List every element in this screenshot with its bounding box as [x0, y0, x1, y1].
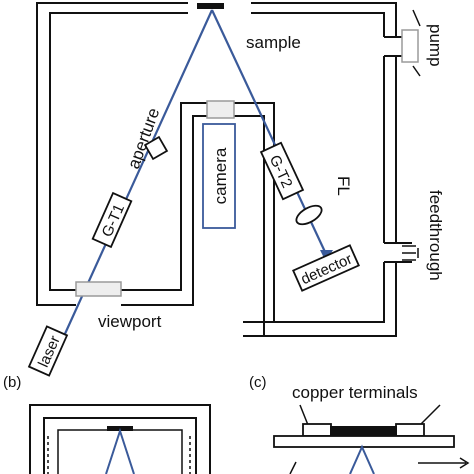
copper-terminals-leader: [299, 404, 441, 426]
sample-plate: [197, 3, 224, 9]
substrate: [273, 435, 455, 448]
copper-terminals-label: copper terminals: [292, 383, 418, 402]
inner-wall-right: [243, 12, 385, 323]
inner-wall-left: [49, 12, 188, 291]
gt2-polarizer: G-T2: [259, 141, 305, 201]
left-terminal: [302, 423, 332, 437]
feedthrough-label: feedthrough: [426, 190, 445, 281]
reentrant-port-inner: [121, 102, 275, 322]
feedthrough-port: [384, 242, 412, 263]
sample-label: sample: [246, 33, 301, 52]
panel-b-label: (b): [3, 374, 21, 391]
viewport-window: [75, 281, 122, 297]
gt1-polarizer: G-T1: [91, 191, 133, 249]
right-terminal: [395, 423, 425, 437]
pump-bracket: [412, 9, 421, 77]
panel-c-label: (c): [249, 374, 267, 391]
feedthrough-pins-icon: [402, 245, 419, 261]
aperture-element: [143, 135, 169, 161]
panel-c-beam: [349, 444, 375, 474]
laser-box: laser: [27, 325, 69, 377]
camera-port-window: [206, 100, 235, 119]
panel-c-leader-left: [289, 461, 297, 474]
camera-label: camera: [211, 147, 230, 204]
sample-film: [330, 426, 397, 437]
outer-wall-right: [243, 2, 397, 337]
fl-label: FL: [334, 176, 353, 196]
pump-label: pump: [426, 24, 445, 67]
outer-wall-left: [36, 2, 188, 306]
copper-terminal-assembly: [273, 423, 455, 448]
gt1-label: G-T1: [99, 202, 128, 240]
current-arrow-icon: [418, 457, 470, 469]
focusing-lens: [295, 204, 323, 226]
pump-connector: [401, 29, 419, 63]
panel-b-chamber: [29, 404, 211, 474]
reentrant-port-outer: [121, 115, 265, 337]
panel-b-beam: [105, 427, 135, 474]
camera-box: camera: [202, 123, 236, 229]
viewport-label: viewport: [98, 312, 162, 331]
